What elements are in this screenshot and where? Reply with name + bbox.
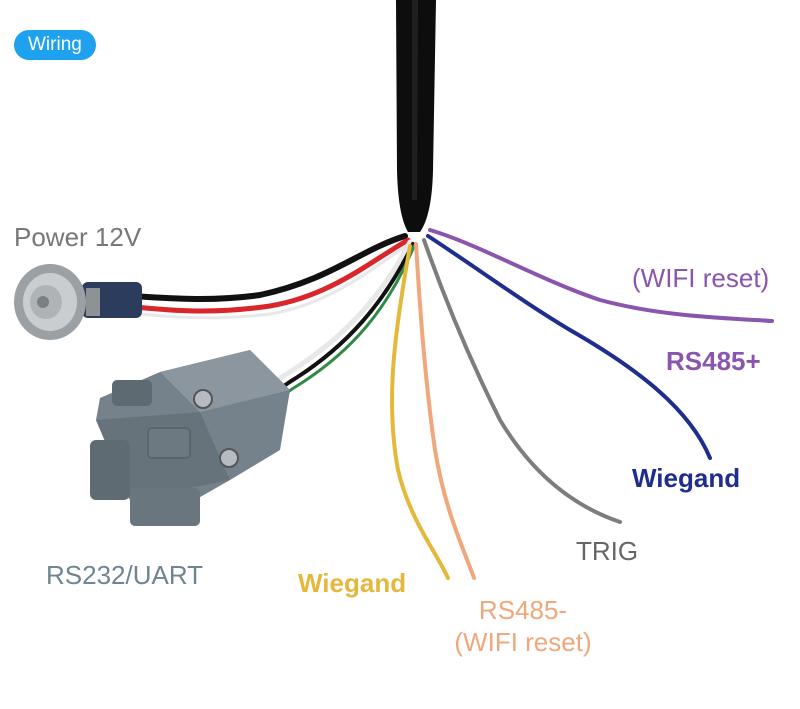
- wire-purple-rs485-plus: [428, 228, 774, 323]
- wire-yellow-wiegand: [390, 244, 450, 580]
- wifi-reset-orange-text: (WIFI reset): [454, 627, 592, 657]
- wire-gray-trig: [422, 238, 622, 524]
- power-12v-label: Power 12V: [14, 222, 142, 252]
- rs485-plus-label: RS485+: [666, 346, 761, 376]
- trig-label: TRIG: [576, 536, 639, 566]
- rs485-minus-text: RS485-: [478, 595, 568, 625]
- wire-blue-wiegand: [426, 234, 712, 460]
- main-cable: [396, 0, 436, 232]
- power-wires: [127, 233, 411, 320]
- signal-wires: [390, 228, 774, 580]
- wiring-badge: Wiring: [14, 30, 96, 60]
- db9-connector: [90, 350, 290, 526]
- wire-orange-rs485-minus: [414, 242, 476, 580]
- wiegand-yellow-label: Wiegand: [298, 568, 407, 598]
- power-barrel-connector: [14, 264, 142, 340]
- rs232-uart-label: RS232/UART: [46, 560, 204, 590]
- wifi-reset-purple-label: (WIFI reset): [632, 263, 770, 293]
- rs485-minus-label: RS485- (WIFI reset): [436, 594, 610, 658]
- wiegand-blue-label: Wiegand: [632, 463, 741, 493]
